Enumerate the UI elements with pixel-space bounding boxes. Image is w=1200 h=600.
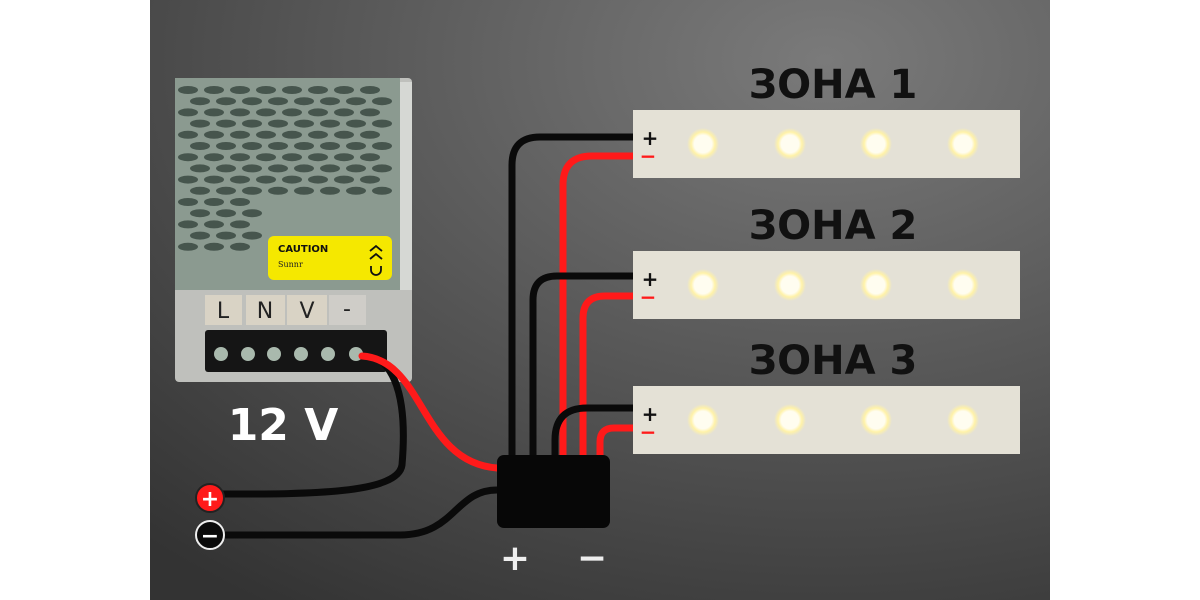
terminal-l: L [217, 299, 230, 324]
led-icon [860, 404, 892, 436]
wire-zone1-plus [508, 133, 637, 460]
led-icon [774, 404, 806, 436]
junction-box [497, 455, 610, 528]
led-icon [687, 269, 719, 301]
wire-zone3-minus [596, 424, 637, 460]
led-icon [860, 128, 892, 160]
terminal-labels: L N V - [205, 295, 366, 325]
junction-minus-label: − [577, 538, 607, 579]
led-strip-zone-3: ЗОНА 3 +− [633, 338, 1020, 454]
input-plus-terminal: + [195, 483, 225, 513]
wire-zone2-minus [579, 292, 637, 460]
wire-psu-black [218, 356, 407, 498]
terminal-n: N [257, 299, 273, 324]
led-icon [947, 404, 979, 436]
voltage-label: 12 V [228, 400, 339, 451]
zone-label: ЗОНА 2 [749, 203, 918, 249]
wire-zone3-plus [551, 404, 637, 460]
zone-label: ЗОНА 1 [749, 62, 918, 108]
led-icon [860, 269, 892, 301]
power-supply: (function(){var g=document.currentScript… [175, 78, 412, 382]
terminal-screws [214, 347, 363, 361]
input-minus-terminal: − [195, 520, 225, 550]
led-icon [947, 128, 979, 160]
junction-plus-label: + [500, 538, 530, 579]
strip-plus-label: + [642, 267, 659, 291]
caution-title: CAUTION [278, 244, 328, 255]
led-icon [774, 128, 806, 160]
zone-label: ЗОНА 3 [749, 338, 918, 384]
led-icon [947, 269, 979, 301]
strip-minus-label: − [640, 144, 657, 168]
strip-minus-label: − [640, 420, 657, 444]
led-strip-zone-2: ЗОНА 2 +− [633, 203, 1020, 319]
led-icon [774, 269, 806, 301]
led-icon [687, 128, 719, 160]
wire-input-negative [218, 486, 501, 539]
warning-symbol-icon [369, 244, 383, 276]
wire-zone2-plus [529, 272, 637, 460]
terminal-minus: - [343, 297, 351, 322]
terminal-v: V [299, 299, 314, 324]
led-strip-zone-1: ЗОНА 1 +− [633, 62, 1020, 178]
wires [218, 133, 637, 539]
vent-grille: (function(){var g=document.currentScript… [178, 86, 392, 251]
wire-zone1-minus [559, 152, 637, 460]
input-minus-label: − [201, 524, 219, 549]
caution-label [268, 236, 392, 280]
caution-subtitle: Sunnr [278, 260, 303, 269]
strip-minus-label: − [640, 285, 657, 309]
strip-plus-label: + [642, 402, 659, 426]
strip-plus-label: + [642, 126, 659, 150]
wire-psu-red [358, 352, 501, 472]
input-plus-label: + [201, 487, 219, 512]
led-icon [687, 404, 719, 436]
